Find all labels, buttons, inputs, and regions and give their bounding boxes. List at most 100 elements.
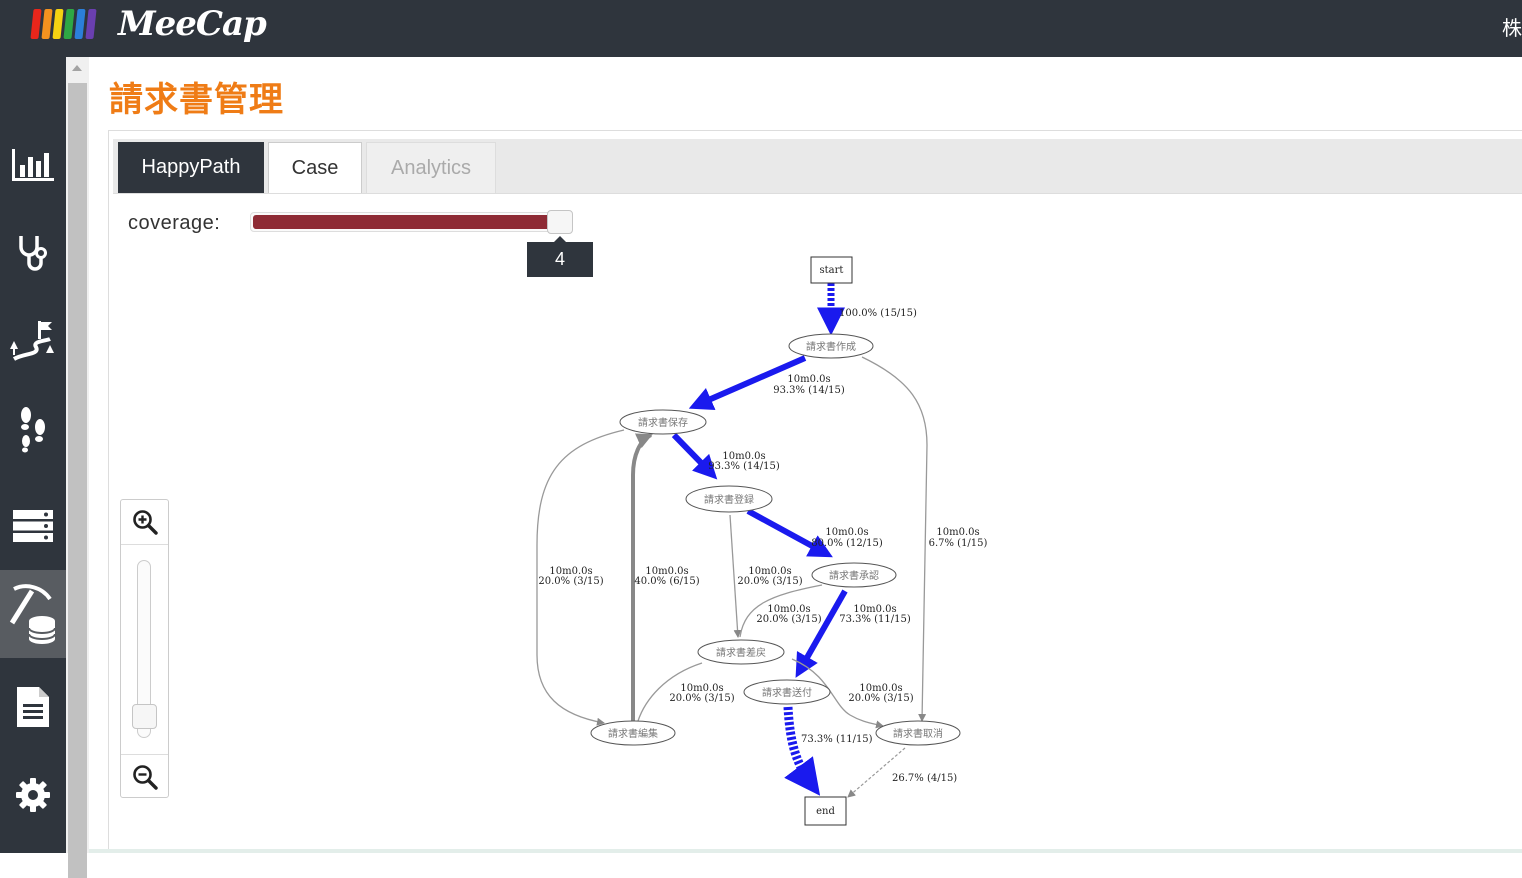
user-name-fragment[interactable]: 株 [1502, 18, 1522, 40]
edge-label: 20.0% (3/15) [848, 693, 913, 704]
node-start[interactable]: start [810, 256, 853, 284]
edge-label: 10m0.0s [645, 566, 688, 577]
zoom-slider-handle[interactable] [132, 704, 157, 729]
edge-label: 10m0.0s [680, 683, 723, 694]
tab-case[interactable]: Case [268, 142, 362, 193]
edge-label: 40.0% (6/15) [634, 576, 699, 587]
content-panel [108, 130, 1522, 852]
edge-register-approve [746, 508, 833, 558]
edge-label: 100.0% (15/15) [839, 308, 917, 319]
edge-label: 10m0.0s [748, 566, 791, 577]
edge-label: 20.0% (3/15) [737, 576, 802, 587]
edge-approve-return [739, 584, 823, 638]
edge-label: 80.0% (12/15) [811, 538, 883, 549]
tab-analytics[interactable]: Analytics [366, 142, 496, 193]
edge-label: 73.3% (11/15) [839, 614, 911, 625]
edge-label: 10m0.0s [825, 527, 868, 538]
edge-label: 10m0.0s [767, 604, 810, 615]
coverage-label: coverage: [128, 212, 221, 234]
edge-label: 10m0.0s [853, 604, 896, 615]
bar-chart-icon [12, 149, 54, 181]
scroll-up-arrow-icon[interactable] [72, 65, 82, 71]
edge-label: 93.3% (14/15) [773, 385, 845, 396]
path-goal-icon [10, 321, 54, 361]
node-label: 請求書保存 [638, 416, 688, 429]
process-graph[interactable]: start 請求書作成 請求書保存 請求書登録 請求書承認 請求書差戻 請求書送… [500, 245, 1020, 835]
sidebar-item-list[interactable] [0, 482, 66, 570]
coverage-slider-handle[interactable] [547, 210, 573, 234]
page-scrollbar[interactable] [66, 57, 89, 878]
edge-edit-save [631, 433, 653, 721]
zoom-in-icon [132, 510, 158, 535]
sidebar-item-settings[interactable] [0, 751, 66, 839]
footsteps-icon [21, 407, 45, 453]
coverage-slider-fill [253, 215, 558, 229]
edge-label: 10m0.0s [936, 527, 979, 538]
edge-label: 20.0% (3/15) [669, 693, 734, 704]
zoom-out-button[interactable] [121, 755, 168, 799]
edge-label: 26.7% (4/15) [892, 773, 957, 784]
edge-create-cancel [861, 356, 928, 722]
sidebar-item-path[interactable] [0, 297, 66, 385]
node-cancel[interactable]: 請求書取消 [875, 720, 961, 746]
document-icon [17, 687, 49, 727]
edge-send-end [783, 706, 821, 796]
node-label: 請求書取消 [893, 727, 943, 740]
app-logo[interactable]: MeeCap [118, 4, 267, 44]
zoom-out-icon [132, 765, 158, 790]
node-send[interactable]: 請求書送付 [743, 679, 831, 705]
zoom-divider [121, 754, 168, 755]
node-register[interactable]: 請求書登録 [685, 485, 773, 513]
node-label: 請求書編集 [608, 727, 658, 740]
zoom-control [120, 499, 169, 798]
sidebar-item-steps[interactable] [0, 385, 66, 473]
tab-happypath[interactable]: HappyPath [118, 142, 264, 193]
zoom-divider [121, 544, 168, 545]
edge-label: 6.7% (1/15) [929, 538, 988, 549]
edge-label: 10m0.0s [859, 683, 902, 694]
node-edit[interactable]: 請求書編集 [590, 720, 676, 746]
edge-save-register [671, 432, 718, 480]
edge-return-edit [637, 662, 703, 722]
edge-label: 73.3% (11/15) [801, 734, 873, 745]
page-title: 請求書管理 [109, 81, 284, 119]
edge-label: 10m0.0s [722, 451, 765, 462]
logo-mark [30, 9, 97, 39]
edge-label: 93.3% (14/15) [708, 461, 780, 472]
edge-create-save [688, 355, 807, 411]
edge-label: 20.0% (3/15) [538, 576, 603, 587]
bottom-border [89, 849, 1522, 853]
coverage-value-tooltip: 4 [527, 236, 593, 277]
stethoscope-icon [19, 236, 47, 271]
list-table-icon [13, 510, 53, 542]
sidebar-item-diagnosis[interactable] [0, 209, 66, 297]
edge-approve-send [795, 589, 848, 678]
node-label: 請求書作成 [806, 340, 856, 353]
zoom-in-button[interactable] [121, 500, 168, 544]
node-label: 請求書差戻 [716, 646, 766, 659]
edge-register-return [729, 514, 742, 638]
edge-label: 10m0.0s [549, 566, 592, 577]
node-approve[interactable]: 請求書承認 [811, 562, 897, 588]
node-end[interactable]: end [804, 796, 847, 826]
top-bar: MeeCap 株 [0, 0, 1522, 57]
node-return[interactable]: 請求書差戻 [697, 639, 785, 665]
edge-cancel-end [847, 747, 906, 798]
edge-label: 20.0% (3/15) [756, 614, 821, 625]
scrollbar-thumb[interactable] [68, 83, 87, 878]
node-label: 請求書承認 [829, 569, 879, 582]
sidebar [0, 57, 66, 853]
node-label: start [820, 265, 844, 276]
edge-label: 10m0.0s [787, 374, 830, 385]
edge-save-edit [536, 429, 625, 726]
edge-return-cancel [791, 658, 884, 729]
zoom-slider-track[interactable] [137, 560, 151, 738]
node-label: 請求書登録 [704, 493, 754, 506]
node-create[interactable]: 請求書作成 [788, 333, 874, 359]
node-label: 請求書送付 [762, 686, 812, 699]
node-save[interactable]: 請求書保存 [619, 409, 707, 435]
sidebar-item-mining[interactable] [0, 570, 66, 658]
sidebar-item-dashboard[interactable] [0, 121, 66, 209]
sidebar-item-report[interactable] [0, 663, 66, 751]
node-label: end [816, 806, 835, 817]
